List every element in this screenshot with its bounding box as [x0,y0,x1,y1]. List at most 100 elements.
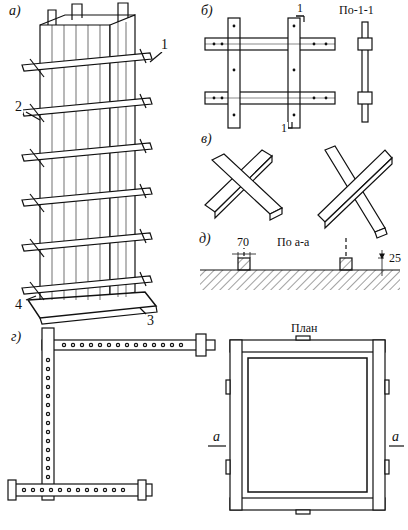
nail [313,97,316,100]
hole [107,343,110,346]
hole [58,488,61,491]
hole [46,403,49,406]
hole [49,488,52,491]
section-letter: б) [200,4,214,18]
section-title: По-1-1 [338,4,375,16]
nail [233,69,236,72]
clamp-end [30,104,44,122]
hole [89,343,92,346]
hole [170,343,173,346]
nail-heads [213,25,328,117]
section-title: По а-а [276,236,310,248]
hole [143,343,146,346]
plan-view [208,336,404,514]
hole [76,488,79,491]
section-mark: 1 [280,122,288,134]
callout-number: 2 [14,100,23,114]
dimension: 25 [388,252,402,264]
hole [46,367,49,370]
section-letter: а) [8,4,22,18]
nail [221,97,224,100]
crossed-boards [205,146,392,238]
nail [293,25,296,28]
nail [233,25,236,28]
board-line [126,22,127,297]
clamp-end [30,239,44,257]
section-letter: д) [198,232,212,246]
hole [98,343,101,346]
hole [46,376,49,379]
hole [40,488,43,491]
hole [112,488,115,491]
hole [46,421,49,424]
hole [71,343,74,346]
hole [46,412,49,415]
clamp-end [30,59,44,77]
callout-number: 1 [160,38,169,52]
clamp-bar [22,276,152,294]
hole [103,488,106,491]
metal-clamp [8,328,215,500]
clamp-end [140,184,146,198]
hole [161,343,164,346]
hole [46,466,49,469]
board-line [100,25,101,300]
section-mark: 1 [296,2,304,14]
hole [46,385,49,388]
clamp-end [140,272,146,286]
clamp-bar [22,188,152,206]
nail [293,69,296,72]
hole [116,343,119,346]
hole [46,430,49,433]
hole [121,488,124,491]
section-letter: г) [10,330,22,344]
section-mark: а [212,430,221,444]
clamp-bar [22,98,152,116]
column-formwork [28,3,157,324]
nail [233,114,236,117]
hole [31,488,34,491]
callout-number: 3 [146,314,155,328]
nail [313,43,316,46]
dimension: 70 [236,236,250,248]
clamp-bars [22,49,152,300]
clamp-holes [22,343,182,491]
hole [80,343,83,346]
hole [134,343,137,346]
clamp-end [140,229,146,243]
callout-number: 4 [14,298,23,312]
hole [46,358,49,361]
board-line [88,25,89,300]
hole [179,343,182,346]
nail [325,97,328,100]
hole [125,343,128,346]
clamp-end [30,149,44,167]
view-title: План [290,322,318,334]
clamp-bar [22,233,152,251]
hole [46,448,49,451]
section-mark: а [391,430,400,444]
nail [325,43,328,46]
hole [62,343,65,346]
clamp-end [140,94,146,108]
board-line [118,22,119,297]
hole [46,439,49,442]
hole [22,488,25,491]
clamp-end [140,49,146,63]
hole [46,457,49,460]
nail [213,43,216,46]
nail [221,43,224,46]
nail [293,114,296,117]
hole [152,343,155,346]
clamp-frame [205,16,372,128]
clamp-bar [22,143,152,161]
hole [94,488,97,491]
clamp-end [30,194,44,212]
nail [213,97,216,100]
clamp-end [140,139,146,153]
section-letter: в) [200,132,213,146]
clamp-bar [22,53,152,71]
hole [46,394,49,397]
